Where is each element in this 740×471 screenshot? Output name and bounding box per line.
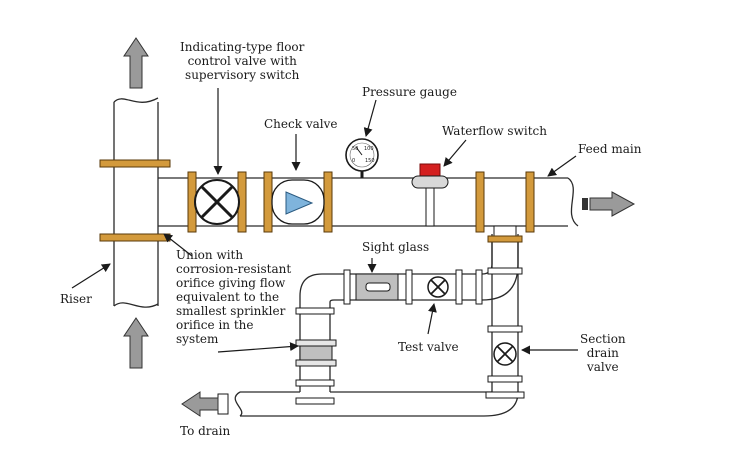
label-line: valve bbox=[587, 360, 619, 374]
riser-flange-upper bbox=[99, 159, 171, 168]
label-check-valve: Check valve bbox=[264, 117, 337, 131]
pressure-gauge: 50 100 150 0 bbox=[345, 138, 379, 178]
drain-loop-flanges bbox=[217, 267, 525, 415]
label-line: Waterflow switch bbox=[442, 124, 547, 138]
label-line: orifice in the bbox=[176, 318, 254, 332]
riser-pipe bbox=[113, 97, 159, 308]
gauge-scale-0: 0 bbox=[352, 158, 355, 164]
drain-loop-piping bbox=[234, 234, 519, 417]
riser-flange-lower bbox=[99, 233, 171, 242]
label-sight-glass: Sight glass bbox=[362, 240, 429, 254]
section-drain-valve bbox=[493, 342, 517, 366]
label-floor-control-valve: Indicating-type floor control valve with… bbox=[180, 40, 304, 82]
feed-main-flange-1 bbox=[475, 171, 485, 233]
leader-lines bbox=[71, 88, 578, 355]
label-line: supervisory switch bbox=[185, 68, 300, 82]
label-line: To drain bbox=[180, 424, 231, 438]
label-line: orifice giving flow bbox=[176, 276, 286, 290]
gauge-scale-50: 50 bbox=[352, 146, 358, 152]
label-test-valve: Test valve bbox=[398, 340, 459, 354]
drain-tee-flange bbox=[487, 235, 523, 243]
riser-flow-arrow-up-icon bbox=[123, 37, 149, 89]
to-drain-arrow-icon bbox=[181, 391, 219, 417]
label-line: system bbox=[176, 332, 219, 346]
label-line: Indicating-type floor bbox=[180, 40, 305, 54]
label-feed-main: Feed main bbox=[578, 142, 641, 156]
label-line: Feed main bbox=[578, 142, 642, 156]
label-line: drain bbox=[586, 346, 619, 360]
label-line: Sight glass bbox=[362, 240, 430, 254]
check-valve bbox=[263, 171, 333, 233]
label-line: Pressure gauge bbox=[362, 85, 457, 99]
label-pressure-gauge: Pressure gauge bbox=[362, 85, 457, 99]
floor-control-valve bbox=[187, 171, 247, 233]
label-line: equivalent to the bbox=[176, 290, 280, 304]
gauge-scale-100: 100 bbox=[364, 146, 374, 152]
label-section-drain-valve: Section drain valve bbox=[580, 332, 626, 374]
gauge-scale-150: 150 bbox=[365, 158, 375, 164]
label-to-drain: To drain bbox=[180, 424, 230, 438]
riser-flow-arrow-in-icon bbox=[123, 317, 149, 369]
label-line: smallest sprinkler bbox=[176, 304, 286, 318]
label-union: Union with corrosion-resistant orifice g… bbox=[176, 248, 291, 346]
label-line: Check valve bbox=[264, 117, 338, 131]
label-line: Riser bbox=[60, 292, 92, 306]
feed-main-flange-2 bbox=[525, 171, 535, 233]
label-line: control valve with bbox=[187, 54, 297, 68]
label-line: Section bbox=[580, 332, 626, 346]
drain-tee-neck bbox=[493, 225, 517, 237]
feed-main-flow-arrow-icon bbox=[582, 191, 636, 217]
label-waterflow-switch: Waterflow switch bbox=[442, 124, 547, 138]
label-line: Test valve bbox=[398, 340, 459, 354]
waterflow-switch bbox=[411, 163, 449, 227]
label-line: Union with bbox=[176, 248, 244, 262]
label-riser: Riser bbox=[60, 292, 92, 306]
union-orifice bbox=[295, 339, 337, 367]
test-valve bbox=[427, 276, 449, 298]
sight-glass bbox=[355, 273, 399, 301]
label-line: corrosion-resistant bbox=[176, 262, 292, 276]
